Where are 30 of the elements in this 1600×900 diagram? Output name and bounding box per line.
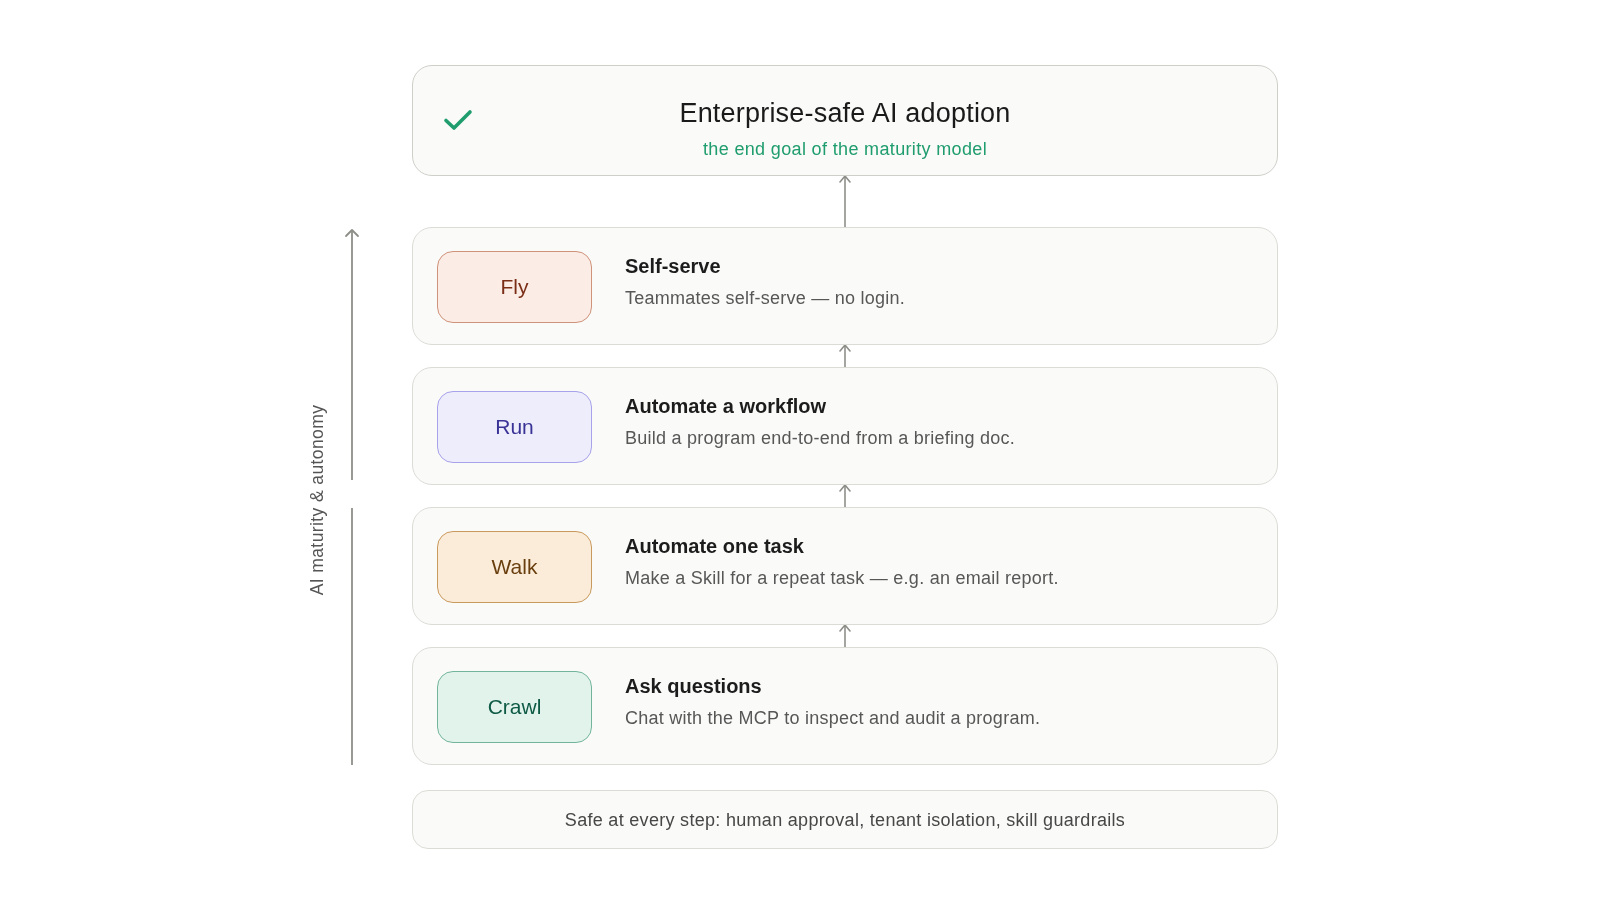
stage-description: Teammates self-serve — no login. xyxy=(625,287,906,309)
stage-title: Ask questions xyxy=(625,674,762,698)
arrow xyxy=(839,484,851,508)
stage-name: Run xyxy=(495,414,534,440)
stage-name: Fly xyxy=(500,274,529,300)
safety-note: Safe at every step: human approval, tenant isolation, skill guardrails xyxy=(564,808,1126,831)
stage-card xyxy=(412,227,1278,345)
stage-card xyxy=(412,367,1278,485)
goal-subtitle: the end goal of the maturity model xyxy=(702,138,988,160)
stage-badge xyxy=(437,671,592,743)
stage-description: Make a Skill for a repeat task — e.g. an email report. xyxy=(625,567,1059,589)
stage-card xyxy=(412,647,1278,765)
stage-badge xyxy=(437,251,592,323)
arrow xyxy=(839,624,851,648)
axis-label: AI maturity & autonomy xyxy=(306,403,328,598)
stage-card xyxy=(412,507,1278,625)
stage-name: Crawl xyxy=(487,694,542,720)
stage-title: Automate a workflow xyxy=(625,394,827,418)
stage-title: Self-serve xyxy=(625,254,721,278)
stage-title: Automate one task xyxy=(625,534,804,558)
stage-description: Chat with the MCP to inspect and audit a program. xyxy=(625,707,1041,729)
stage-badge xyxy=(437,531,592,603)
stage-name: Walk xyxy=(491,554,538,580)
stage-badge xyxy=(437,391,592,463)
arrow xyxy=(839,175,851,228)
stage-description: Build a program end-to-end from a briefing doc. xyxy=(625,427,1015,449)
goal-title: Enterprise-safe AI adoption xyxy=(679,97,1011,129)
goal-card xyxy=(412,65,1278,176)
arrow xyxy=(839,344,851,368)
note-card xyxy=(412,790,1278,849)
